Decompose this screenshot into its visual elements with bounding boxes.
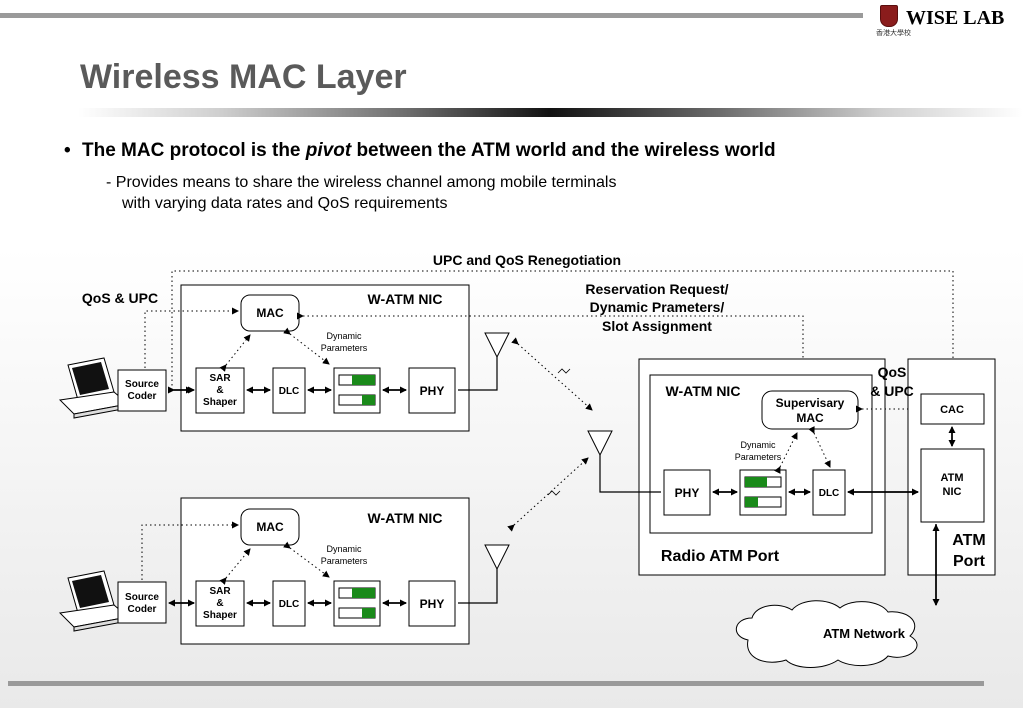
terminal2-dyn-line1: Dynamic bbox=[326, 544, 362, 554]
bottom-rule bbox=[8, 681, 984, 686]
wise-lab-logo: WISE LAB 香港大學校 bbox=[876, 3, 1016, 39]
terminal2-source-line1: Source bbox=[125, 592, 159, 603]
terminal2-buffer-fill-1 bbox=[352, 588, 375, 598]
radio-dyn-line1: Dynamic bbox=[740, 440, 776, 450]
supervisory-mac-line1: Supervisary bbox=[776, 396, 845, 410]
title-underline bbox=[78, 108, 1023, 117]
terminal2-sar-line1: SAR bbox=[209, 586, 231, 597]
bullet-dot-icon: • bbox=[64, 140, 71, 161]
radio-phy-label: PHY bbox=[675, 486, 700, 500]
reservation-label-line1: Reservation Request/ bbox=[585, 281, 728, 297]
atm-nic-line2: NIC bbox=[943, 486, 962, 498]
terminal2-sar-line2: & bbox=[216, 598, 223, 609]
radio-port-nic-label: W-ATM NIC bbox=[666, 383, 741, 399]
terminal1-antenna-icon bbox=[484, 332, 510, 359]
radio-dlc-box bbox=[812, 469, 846, 516]
terminal2-mac-label: MAC bbox=[256, 520, 284, 534]
sub-bullet-line2: with varying data rates and QoS requirem… bbox=[122, 195, 448, 212]
terminal2-mac-box bbox=[240, 508, 300, 546]
terminal2-buffer-fill-2 bbox=[362, 608, 375, 618]
terminal2-laptop-icon bbox=[58, 570, 130, 632]
radio-port-label: Radio ATM Port bbox=[661, 548, 780, 565]
atm-port: QoS & UPC CAC ATM NIC ATM Port bbox=[870, 358, 996, 576]
radio-atm-port: W-ATM NIC Radio ATM Port Supervisary MAC… bbox=[638, 358, 918, 576]
upc-renegotiation-label: UPC and QoS Renegotiation bbox=[433, 252, 621, 268]
logo-subtext: 香港大學校 bbox=[876, 30, 911, 37]
terminal2-source-line2: Coder bbox=[128, 604, 157, 615]
terminal2-source-coder-box bbox=[117, 581, 167, 624]
atm-qos-line1: QoS bbox=[878, 364, 907, 380]
upc-renegotiation-link bbox=[171, 270, 957, 393]
terminal1-source-coder-box bbox=[117, 369, 167, 412]
radio-buffer-fill-1 bbox=[745, 477, 767, 487]
sub-bullet: - Provides means to share the wireless c… bbox=[106, 172, 616, 214]
logo-text: WISE LAB bbox=[906, 7, 1005, 29]
terminal-2: W-ATM NIC MAC Dynamic Parameters Source … bbox=[58, 497, 510, 645]
terminal2-phy-box bbox=[408, 580, 456, 627]
top-rule bbox=[0, 13, 863, 18]
atm-network-cloud-icon bbox=[736, 600, 918, 668]
atm-port-line2: Port bbox=[953, 553, 986, 570]
atm-nic-line1: ATM bbox=[940, 472, 963, 484]
cac-box bbox=[920, 393, 985, 425]
radio-buffer-fill-2 bbox=[745, 497, 758, 507]
terminal1-sar-line3: Shaper bbox=[203, 397, 237, 408]
atm-network-label: ATM Network bbox=[823, 626, 906, 641]
terminal1-buffer-fill-1 bbox=[352, 375, 375, 385]
terminal1-mac-label: MAC bbox=[256, 306, 284, 320]
terminal2-nic-label: W-ATM NIC bbox=[368, 510, 443, 526]
qos-upc-left-label: QoS & UPC bbox=[82, 290, 158, 306]
terminal1-sar-line1: SAR bbox=[209, 373, 231, 384]
slide-title: Wireless MAC Layer bbox=[80, 58, 407, 96]
atm-nic-box bbox=[920, 448, 985, 523]
terminal1-source-line1: Source bbox=[125, 379, 159, 390]
atm-port-line1: ATM bbox=[952, 532, 985, 549]
terminal1-laptop-icon bbox=[58, 357, 130, 419]
cac-label: CAC bbox=[940, 404, 964, 416]
terminal2-sar-line3: Shaper bbox=[203, 610, 237, 621]
terminal1-dlc-label: DLC bbox=[279, 386, 300, 397]
terminal1-buffer-fill-2 bbox=[362, 395, 375, 405]
radio-dyn-line2: Parameters bbox=[735, 452, 782, 462]
terminal1-source-line2: Coder bbox=[128, 391, 157, 402]
main-bullet: • The MAC protocol is the pivot between t… bbox=[64, 140, 776, 162]
terminal2-dlc-label: DLC bbox=[279, 599, 300, 610]
reservation-label-line2: Dynamic Prameters/ bbox=[590, 299, 725, 315]
terminal1-sar-line2: & bbox=[216, 385, 223, 396]
terminal2-antenna-icon bbox=[484, 544, 510, 571]
terminal-1: W-ATM NIC MAC Dynamic Parameters Source … bbox=[58, 284, 807, 432]
terminal1-phy-label: PHY bbox=[420, 384, 445, 398]
terminal1-nic-label: W-ATM NIC bbox=[368, 291, 443, 307]
wireless-link-1 bbox=[511, 337, 593, 411]
reservation-label-line3: Slot Assignment bbox=[602, 318, 712, 334]
terminal1-dyn-line1: Dynamic bbox=[326, 331, 362, 341]
terminal1-dyn-line2: Parameters bbox=[321, 343, 368, 353]
terminal2-dyn-line2: Parameters bbox=[321, 556, 368, 566]
atm-qos-line2: & UPC bbox=[870, 383, 914, 399]
university-crest-icon bbox=[880, 5, 898, 27]
sub-bullet-line1: - Provides means to share the wireless c… bbox=[106, 174, 617, 191]
base-station-antenna-icon bbox=[587, 430, 613, 457]
main-bullet-prefix: The MAC protocol is the bbox=[82, 140, 306, 161]
main-bullet-suffix: between the ATM world and the wireless w… bbox=[351, 140, 776, 161]
radio-dlc-label: DLC bbox=[819, 488, 840, 499]
terminal2-phy-label: PHY bbox=[420, 597, 445, 611]
supervisory-mac-line2: MAC bbox=[796, 411, 824, 425]
terminal2-dlc-box bbox=[272, 580, 306, 627]
radio-phy-box bbox=[663, 469, 711, 516]
main-bullet-emphasis: pivot bbox=[305, 140, 352, 161]
